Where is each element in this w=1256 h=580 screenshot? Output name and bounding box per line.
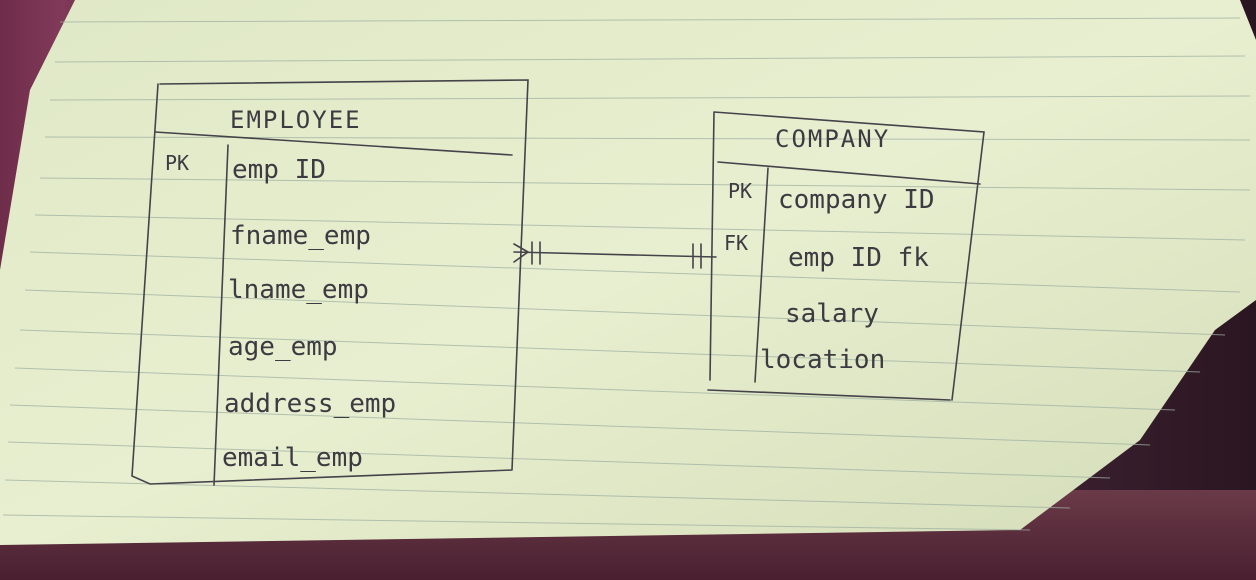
company-end-cardinality-mark <box>692 243 702 269</box>
employee-field-5: email_emp <box>222 443 363 473</box>
employee-field-3: age_emp <box>228 332 338 362</box>
company-title: COMPANY <box>775 125 890 153</box>
company-field-1: emp ID fk <box>788 243 929 273</box>
company-box-border <box>707 111 985 401</box>
employee-title: EMPLOYEE <box>230 106 362 134</box>
paper-sheet <box>0 0 1256 545</box>
company-key-column-divider <box>754 167 769 383</box>
company-field-2: salary <box>785 299 879 329</box>
company-key-0: PK <box>728 179 752 203</box>
relationship-employee-company <box>513 241 717 269</box>
employee-box-border <box>131 79 529 485</box>
employee-key-0: PK <box>165 151 189 175</box>
employee-key-column-divider <box>213 144 229 486</box>
employee-field-2: lname_emp <box>228 275 369 305</box>
company-header-divider <box>717 161 981 185</box>
company-field-0: company ID <box>778 185 935 215</box>
company-key-1: FK <box>724 231 748 255</box>
entity-company: COMPANY PK company ID FK emp ID fk salar… <box>707 111 985 401</box>
employee-field-1: fname_emp <box>230 221 371 251</box>
employee-field-0: emp ID <box>232 155 326 185</box>
ruled-lines <box>2 17 1251 531</box>
company-field-3: location <box>760 345 885 375</box>
employee-end-cardinality-mark <box>513 241 541 265</box>
employee-header-divider <box>154 131 513 156</box>
employee-field-4: address_emp <box>224 389 396 419</box>
relationship-line <box>513 251 717 258</box>
entity-employee: EMPLOYEE PK emp ID fname_emp lname_emp a… <box>131 79 529 486</box>
